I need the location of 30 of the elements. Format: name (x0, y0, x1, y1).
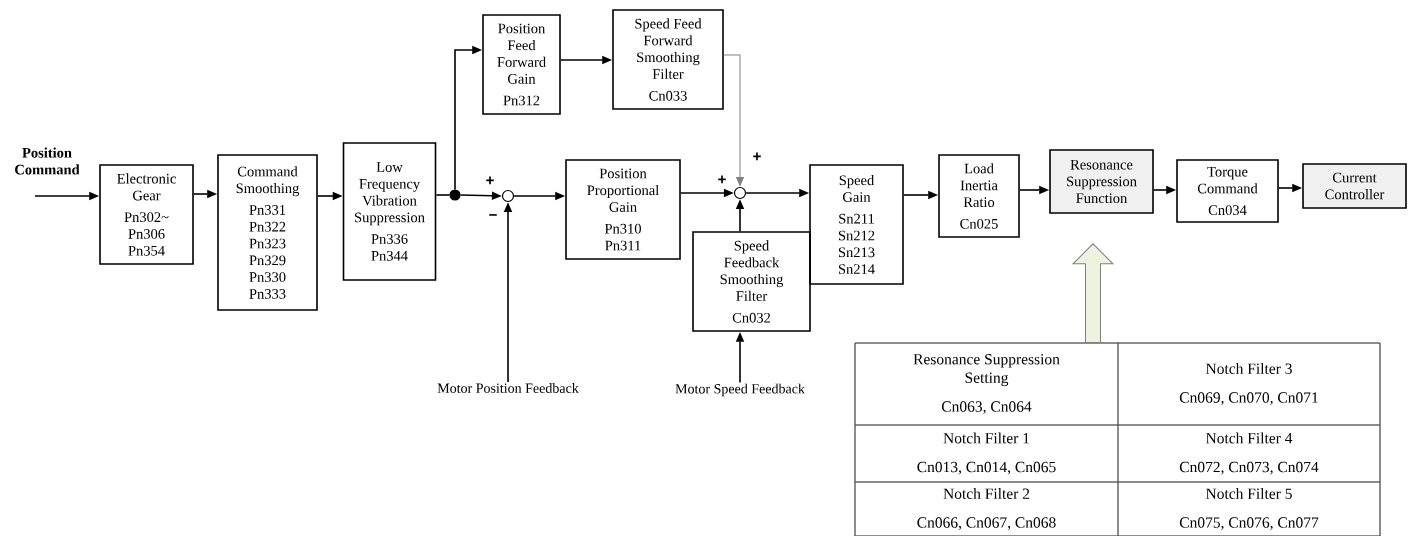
block-box: Load Inertia Ratio Cn025 (938, 154, 1020, 238)
sign-label: − (489, 214, 497, 216)
sign-label: + (753, 152, 761, 161)
arrow (723, 54, 744, 187)
branch-point (449, 189, 461, 201)
table-cell: Notch Filter 4 Cn072, Cn073, Cn074 (1117, 424, 1381, 483)
block-box: Torque Command Cn034 (1176, 159, 1279, 223)
block-box: Position Proportional Gain Pn310 Pn311 (565, 159, 681, 260)
signal-label: Motor Speed Feedback (675, 383, 805, 397)
table-cell: Notch Filter 1 Cn013, Cn014, Cn065 (854, 424, 1119, 483)
table-cell: Notch Filter 5 Cn075, Cn076, Cn077 (1117, 481, 1381, 536)
summing-junction (733, 186, 747, 200)
input-label: Position Command (15, 147, 80, 175)
block-box: Speed Gain Sn211 Sn212 Sn213 Sn214 (809, 164, 904, 285)
block-box: Resonance Suppression Function (1049, 149, 1154, 214)
signal-label: Motor Position Feedback (437, 383, 579, 393)
summing-junction (501, 189, 515, 203)
table-cell: Notch Filter 2 Cn066, Cn067, Cn068 (854, 481, 1119, 536)
sign-label: + (718, 175, 726, 184)
block-box: Current Controller (1302, 163, 1407, 209)
block-box: Low Frequency Vibration Suppression Pn336 Pn344 (342, 142, 437, 281)
block-box: Command Smoothing Pn331 Pn322 Pn323 Pn329 Pn330 Pn333 (217, 154, 318, 311)
block-box: Position Feed Forward Gain Pn312 (482, 14, 561, 115)
block-box: Electronic Gear Pn302~ Pn306 Pn354 (99, 164, 194, 265)
table-cell: Notch Filter 3 Cn069, Cn070, Cn071 (1117, 342, 1381, 426)
block-arrow (1072, 243, 1114, 344)
block-box: Speed Feed Forward Smoothing Filter Cn033 (612, 9, 724, 110)
table-cell: Resonance Suppression Setting Cn063, Cn064 (854, 342, 1119, 426)
block-box: Speed Feedback Smoothing Filter Cn032 (692, 231, 811, 332)
sign-label: + (486, 176, 494, 185)
